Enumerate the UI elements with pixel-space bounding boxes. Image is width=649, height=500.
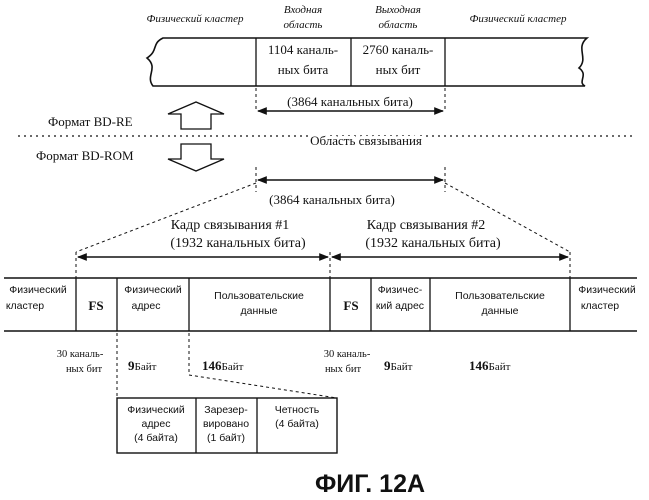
row-user2-1: Пользовательские bbox=[455, 290, 545, 302]
row-addr1-2: адрес bbox=[132, 300, 161, 312]
size-fs1-1: 30 каналь- bbox=[57, 349, 104, 360]
size-user2-unit: Байт bbox=[489, 361, 511, 373]
detail-res-2: вировано bbox=[203, 418, 249, 430]
size-addr2-unit: Байт bbox=[391, 361, 413, 373]
frame2-bits: (1932 канальных бита) bbox=[365, 236, 501, 251]
input-area-value-2: ных бита bbox=[278, 62, 329, 77]
input-area-value-1: 1104 каналь- bbox=[268, 42, 338, 57]
detail-par-1: Четность bbox=[275, 404, 320, 416]
row-addr2-2: кий адрес bbox=[376, 300, 424, 312]
bd-rom-label: Формат BD-ROM bbox=[36, 148, 134, 163]
down-arrow-icon bbox=[168, 144, 224, 171]
size-user2-num: 146 bbox=[469, 358, 489, 373]
row-user1-2: данные bbox=[241, 305, 278, 317]
output-area-label-1: Выходная bbox=[375, 4, 421, 16]
size-user1: 146Байт bbox=[202, 358, 244, 373]
up-arrow-icon bbox=[168, 102, 224, 129]
detail-phys-3: (4 байта) bbox=[134, 432, 178, 444]
link-area-label: Область связывания bbox=[310, 133, 422, 148]
top-span-label: (3864 канальных бита) bbox=[287, 94, 413, 109]
detail-res-1: Зарезер- bbox=[204, 404, 248, 416]
frame1-title: Кадр связывания #1 bbox=[171, 218, 290, 233]
top-left-cluster-label: Физический кластер bbox=[147, 13, 244, 25]
row-user1-1: Пользовательские bbox=[214, 290, 304, 302]
row-cluster-left-1: Физический bbox=[9, 284, 67, 296]
frame2-title: Кадр связывания #2 bbox=[367, 218, 486, 233]
output-area-value-2: ных бит bbox=[376, 62, 421, 77]
output-area-label-2: область bbox=[379, 19, 418, 31]
row-cluster-right-2: кластер bbox=[581, 300, 619, 312]
top-right-cluster-label: Физический кластер bbox=[470, 13, 567, 25]
detail-res-3: (1 байт) bbox=[207, 432, 245, 444]
frame1-bits: (1932 канальных бита) bbox=[170, 236, 306, 251]
detail-phys-2: адрес bbox=[142, 418, 171, 430]
size-addr1-unit: Байт bbox=[135, 361, 157, 373]
input-area-label-2: область bbox=[284, 19, 323, 31]
row-user2-2: данные bbox=[482, 305, 519, 317]
size-fs1-2: ных бит bbox=[66, 364, 103, 375]
row-fs2: FS bbox=[343, 298, 358, 313]
detail-phys-1: Физический bbox=[127, 404, 185, 416]
size-addr1: 9Байт bbox=[128, 358, 157, 373]
size-user1-unit: Байт bbox=[222, 361, 244, 373]
output-area-value-1: 2760 каналь- bbox=[363, 42, 434, 57]
size-user1-num: 146 bbox=[202, 358, 222, 373]
size-user2: 146Байт bbox=[469, 358, 511, 373]
detail-par-2: (4 байта) bbox=[275, 418, 319, 430]
row-addr1-1: Физический bbox=[124, 284, 182, 296]
size-fs2-1: 30 каналь- bbox=[324, 349, 371, 360]
size-addr2: 9Байт bbox=[384, 358, 413, 373]
row-fs1: FS bbox=[88, 298, 103, 313]
bd-re-label: Формат BD-RE bbox=[48, 114, 133, 129]
figure-caption: ФИГ. 12А bbox=[315, 470, 425, 498]
middle-span-label: (3864 канальных бита) bbox=[269, 192, 395, 207]
row-cluster-left-2: кластер bbox=[6, 300, 44, 312]
row-addr2-1: Физичес- bbox=[378, 284, 423, 296]
input-area-label-1: Входная bbox=[284, 4, 322, 16]
row-cluster-right-1: Физический bbox=[578, 284, 636, 296]
size-fs2-2: ных бит bbox=[325, 364, 362, 375]
